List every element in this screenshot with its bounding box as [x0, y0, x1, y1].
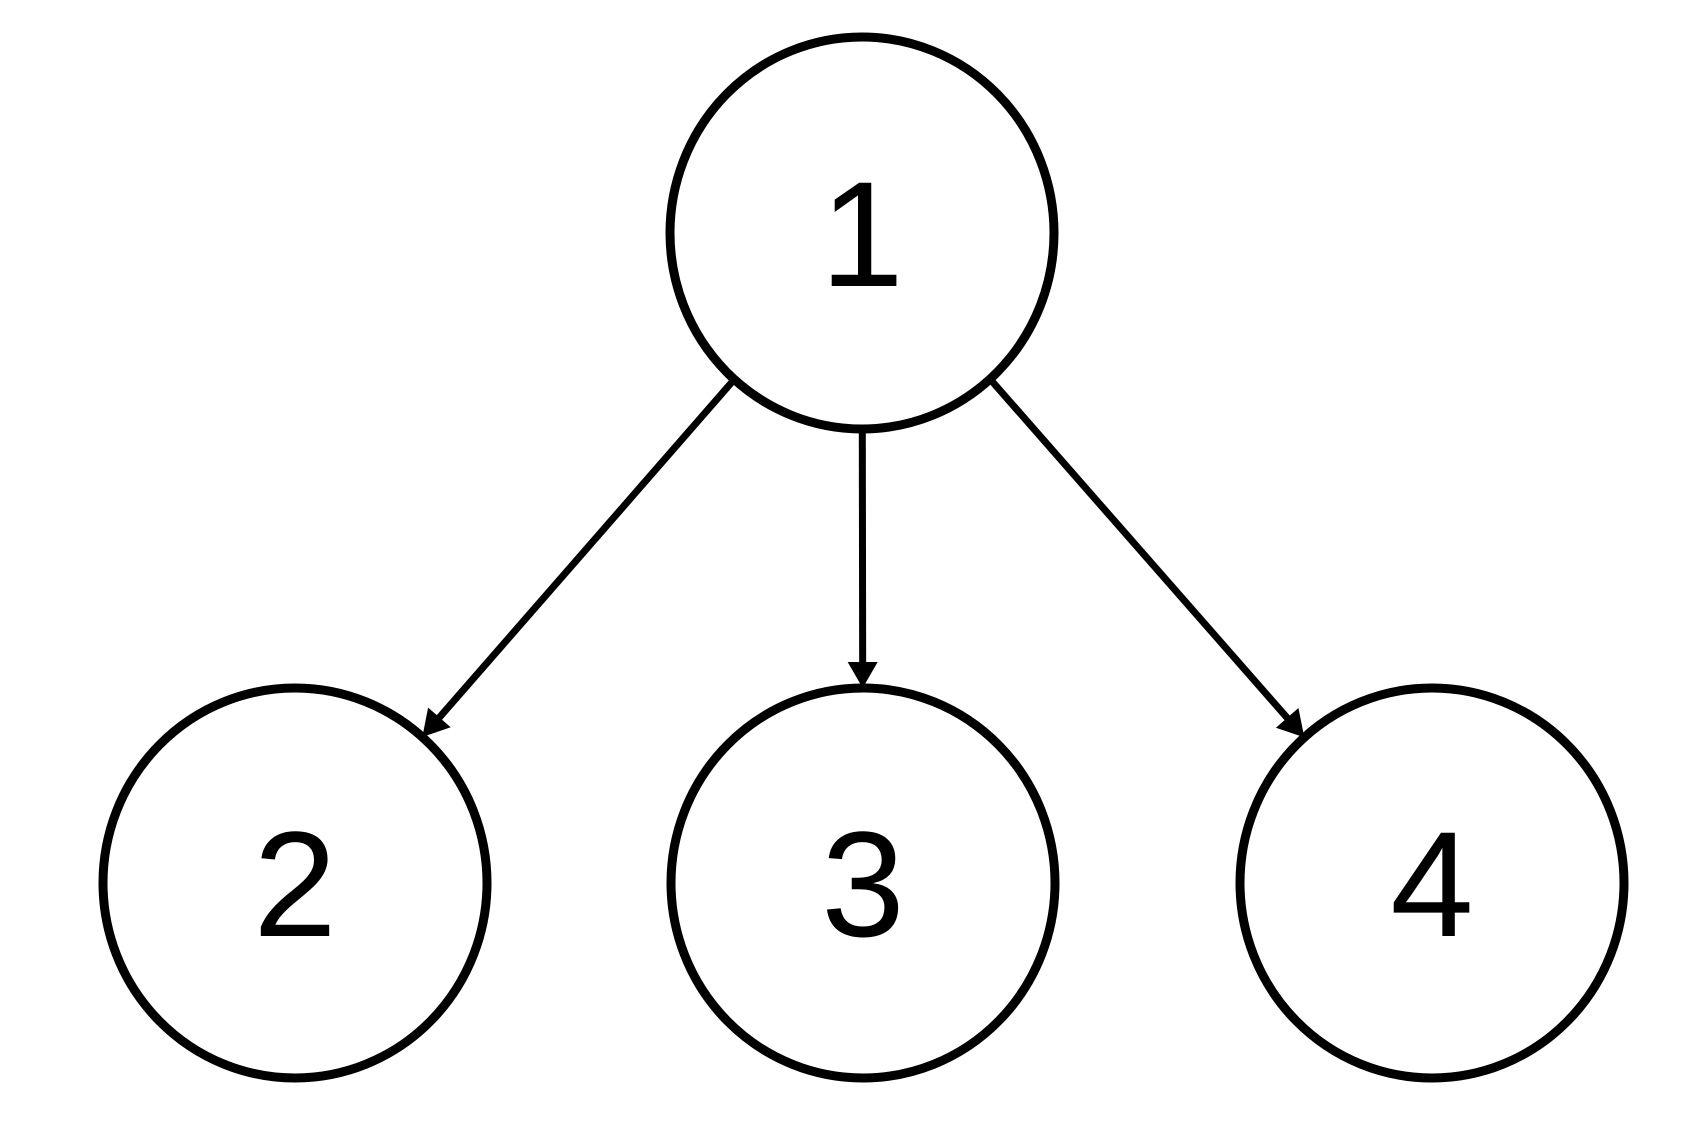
- node-circle: [98, 683, 492, 1083]
- node-label: 2: [253, 800, 336, 968]
- node-1[interactable]: 1: [665, 32, 1059, 434]
- node-circle: [666, 683, 1060, 1083]
- edge-line: [987, 376, 1292, 723]
- edge-arrowhead: [847, 661, 878, 689]
- node-2[interactable]: 2: [98, 683, 492, 1083]
- edge-arrowhead: [422, 707, 451, 738]
- node-4[interactable]: 4: [1235, 683, 1629, 1083]
- node-3[interactable]: 3: [666, 683, 1060, 1083]
- node-circle: [1235, 683, 1629, 1083]
- node-circle: [665, 32, 1059, 434]
- edge-1-to-3: [847, 428, 878, 689]
- edge-1-to-4: [987, 376, 1305, 738]
- node-label: 3: [821, 800, 904, 968]
- edge-arrowhead: [1275, 707, 1305, 738]
- node-label: 1: [820, 150, 903, 318]
- edge-1-to-2: [422, 377, 737, 738]
- node-label: 4: [1390, 800, 1473, 968]
- edge-line: [434, 377, 737, 723]
